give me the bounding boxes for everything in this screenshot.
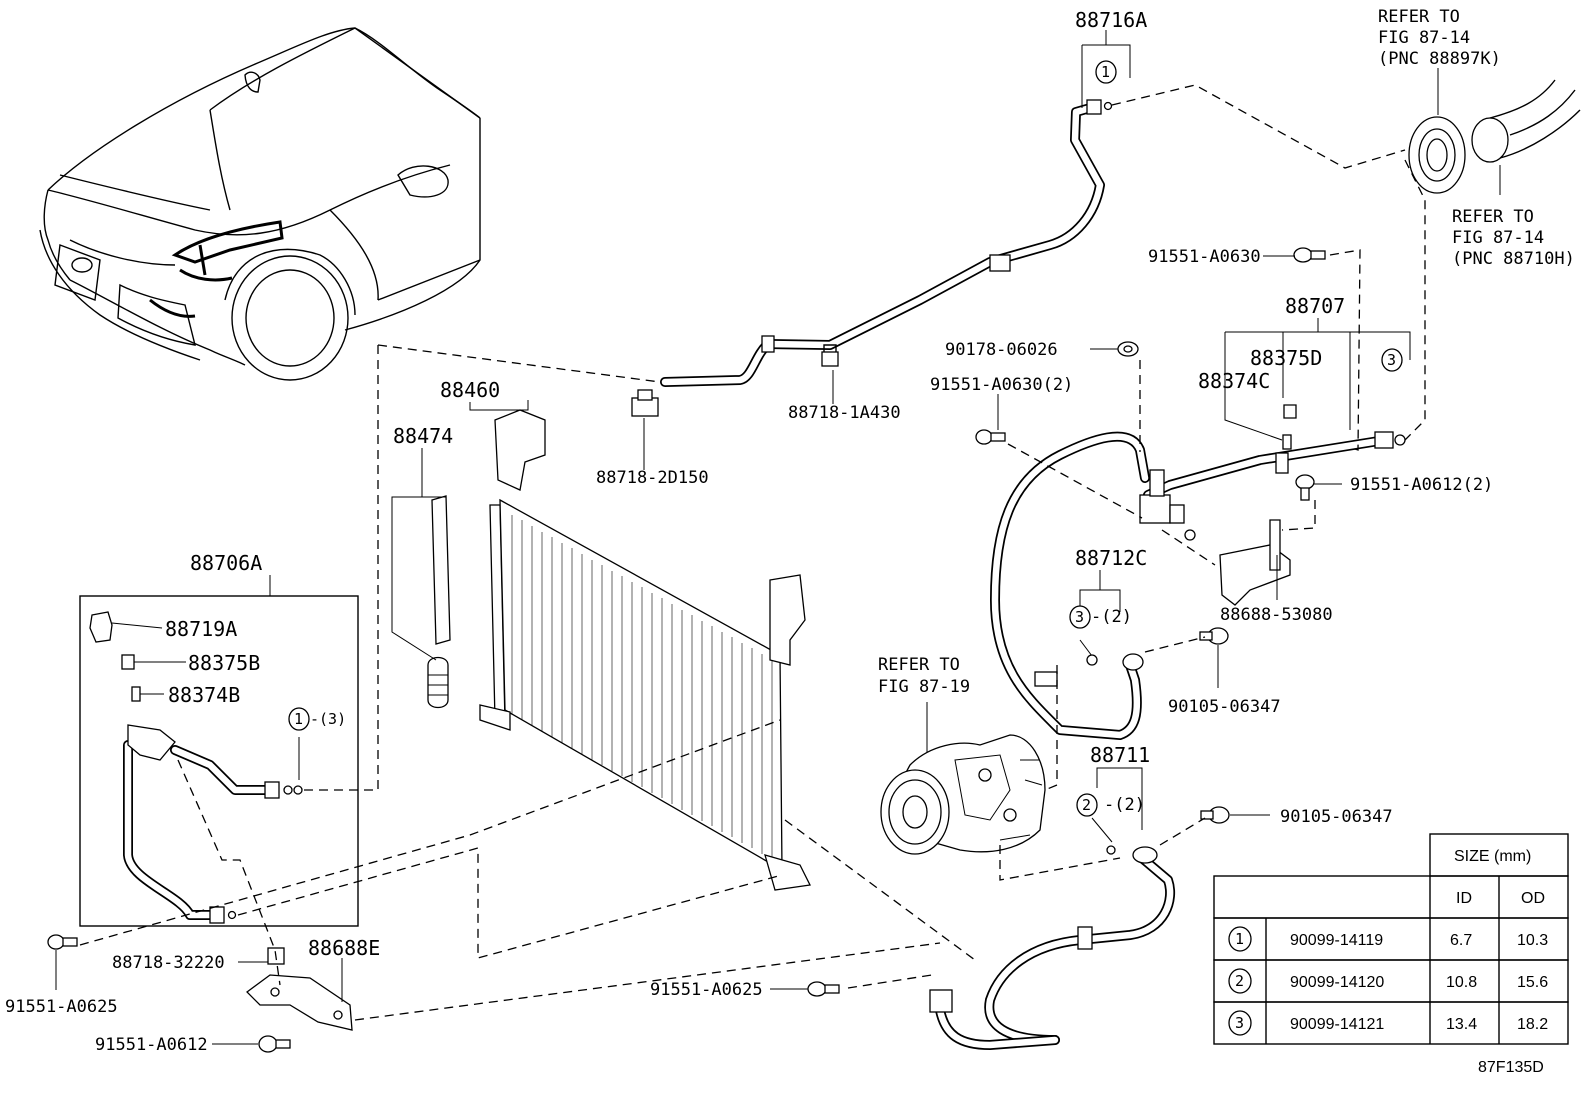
size-table: SIZE (mm) ID OD 1 90099-14119 6.7 10.3 2…	[1213, 833, 1569, 1045]
label-refer-top-2: FIG 87-14	[1378, 28, 1470, 48]
bolt-91551-A0630-2	[975, 429, 1006, 445]
svg-text:3: 3	[1235, 1014, 1244, 1032]
label-88707: 88707	[1285, 294, 1345, 318]
label-91551-A0630-2: 91551-A0630(2)	[930, 375, 1073, 395]
size-table-col-od: OD	[1521, 890, 1545, 907]
label-88719A: 88719A	[165, 617, 237, 641]
label-refer-top-1: REFER TO	[1378, 7, 1460, 27]
charge-valve-88375D	[1283, 404, 1297, 419]
bracket-88688-53080	[1219, 519, 1291, 606]
label-88474: 88474	[393, 424, 453, 448]
label-refer-mid-2: FIG 87-19	[878, 677, 970, 697]
label-note-3-2: -(2)	[1091, 607, 1132, 627]
svg-text:10.3: 10.3	[1517, 932, 1548, 949]
inset-88706A	[79, 595, 359, 927]
svg-text:18.2: 18.2	[1517, 1016, 1548, 1033]
svg-text:2: 2	[1235, 972, 1244, 990]
label-88718-32220: 88718-32220	[112, 953, 225, 973]
label-88374C: 88374C	[1198, 369, 1270, 393]
svg-text:90099-14120: 90099-14120	[1290, 974, 1384, 991]
svg-text:1: 1	[1235, 930, 1244, 948]
bolt-91551-A0625-mid	[807, 981, 840, 997]
label-91551-A0630-top: 91551-A0630	[1148, 247, 1261, 267]
label-88374B: 88374B	[168, 683, 240, 707]
svg-text:2: 2	[1082, 796, 1091, 814]
svg-text:3: 3	[1387, 351, 1396, 369]
pipe-88712C	[990, 431, 1150, 740]
label-88718-2D150: 88718-2D150	[596, 468, 709, 488]
label-91551-A0612: 91551-A0612	[95, 1035, 208, 1055]
marker-circle-3-right: 3	[1381, 348, 1403, 372]
label-91551-A0625-mid: 91551-A0625	[650, 980, 763, 1000]
charge-valve-88374C	[1282, 434, 1292, 450]
marker-circle-2-low: 2	[1076, 793, 1098, 817]
label-91551-A0625-left: 91551-A0625	[5, 997, 118, 1017]
svg-text:3: 3	[1075, 608, 1084, 626]
bolt-90105-06347-b	[1200, 806, 1230, 824]
svg-text:13.4: 13.4	[1446, 1016, 1477, 1033]
bolt-90105-06347-a	[1199, 627, 1229, 645]
bolt-91551-A0625-left	[47, 934, 78, 950]
label-refer-top-3: (PNC 88897K)	[1378, 49, 1501, 69]
svg-text:6.7: 6.7	[1450, 932, 1472, 949]
clamp-88718-1A430	[821, 344, 839, 367]
nut-90178-06026	[1117, 341, 1139, 357]
svg-text:1: 1	[294, 710, 303, 728]
pipe-88716A	[660, 99, 1113, 387]
label-note-1-3: -(3)	[310, 710, 346, 728]
label-90105-06347-a: 90105-06347	[1168, 697, 1281, 717]
label-90105-06347-b: 90105-06347	[1280, 807, 1393, 827]
receiver-88474	[427, 495, 451, 709]
vehicle-illustration	[39, 27, 481, 381]
size-table-row: 2 90099-14120 10.8 15.6	[1228, 968, 1548, 994]
size-table-row: 3 90099-14121 13.4 18.2	[1228, 1010, 1548, 1036]
label-90178-06026: 90178-06026	[945, 340, 1058, 360]
label-88712C: 88712C	[1075, 546, 1147, 570]
label-88706A: 88706A	[190, 551, 262, 575]
bracket-88688E	[246, 974, 353, 1031]
label-refer-right-1: REFER TO	[1452, 207, 1534, 227]
marker-circle-1-top: 1	[1095, 60, 1117, 84]
expansion-valve-fittings	[1408, 79, 1581, 194]
label-88460: 88460	[440, 378, 500, 402]
clamp-88718-2D150	[631, 389, 659, 417]
label-88375D: 88375D	[1250, 346, 1322, 370]
bolt-91551-A0612-2	[1295, 474, 1315, 501]
svg-text:90099-14121: 90099-14121	[1290, 1016, 1384, 1033]
bolt-91551-A0612	[258, 1035, 291, 1053]
label-88711: 88711	[1090, 743, 1150, 767]
svg-text:15.6: 15.6	[1517, 974, 1548, 991]
condenser-88460	[479, 409, 811, 891]
label-refer-mid-1: REFER TO	[878, 655, 960, 675]
size-table-row: 1 90099-14119 6.7 10.3	[1228, 926, 1548, 952]
compressor	[880, 734, 1046, 855]
label-88718-1A430: 88718-1A430	[788, 403, 901, 423]
pipe-joint-block	[1139, 469, 1196, 541]
pipe-88711	[929, 846, 1176, 1050]
leader-lines	[55, 30, 1501, 1045]
size-table-header: SIZE (mm)	[1454, 848, 1531, 865]
bolt-91551-A0630-top	[1293, 247, 1326, 263]
label-note-2-2: -(2)	[1104, 795, 1145, 815]
label-88375B: 88375B	[188, 651, 260, 675]
figure-code: 87F135D	[1478, 1059, 1544, 1076]
assembly-dashed-lines	[79, 84, 1426, 1021]
label-refer-right-3: (PNC 88710H)	[1452, 249, 1575, 269]
label-91551-A0612-2: 91551-A0612(2)	[1350, 475, 1493, 495]
label-88688-53080: 88688-53080	[1220, 605, 1333, 625]
condenser-fins	[511, 515, 773, 859]
svg-text:90099-14119: 90099-14119	[1290, 932, 1383, 949]
label-88716A: 88716A	[1075, 8, 1147, 32]
marker-circle-1-inset: 1	[288, 707, 310, 731]
svg-text:1: 1	[1101, 63, 1110, 81]
part-labels: 88716A REFER TO FIG 87-14 (PNC 88897K) R…	[5, 7, 1575, 1076]
svg-text:10.8: 10.8	[1446, 974, 1477, 991]
marker-circle-3-mid: 3	[1069, 605, 1091, 629]
bolts	[47, 247, 1326, 1053]
label-88688E: 88688E	[308, 936, 380, 960]
circle-markers: 1 3 3 1 2	[288, 60, 1403, 855]
label-refer-right-2: FIG 87-14	[1452, 228, 1544, 248]
size-table-col-id: ID	[1456, 890, 1472, 907]
